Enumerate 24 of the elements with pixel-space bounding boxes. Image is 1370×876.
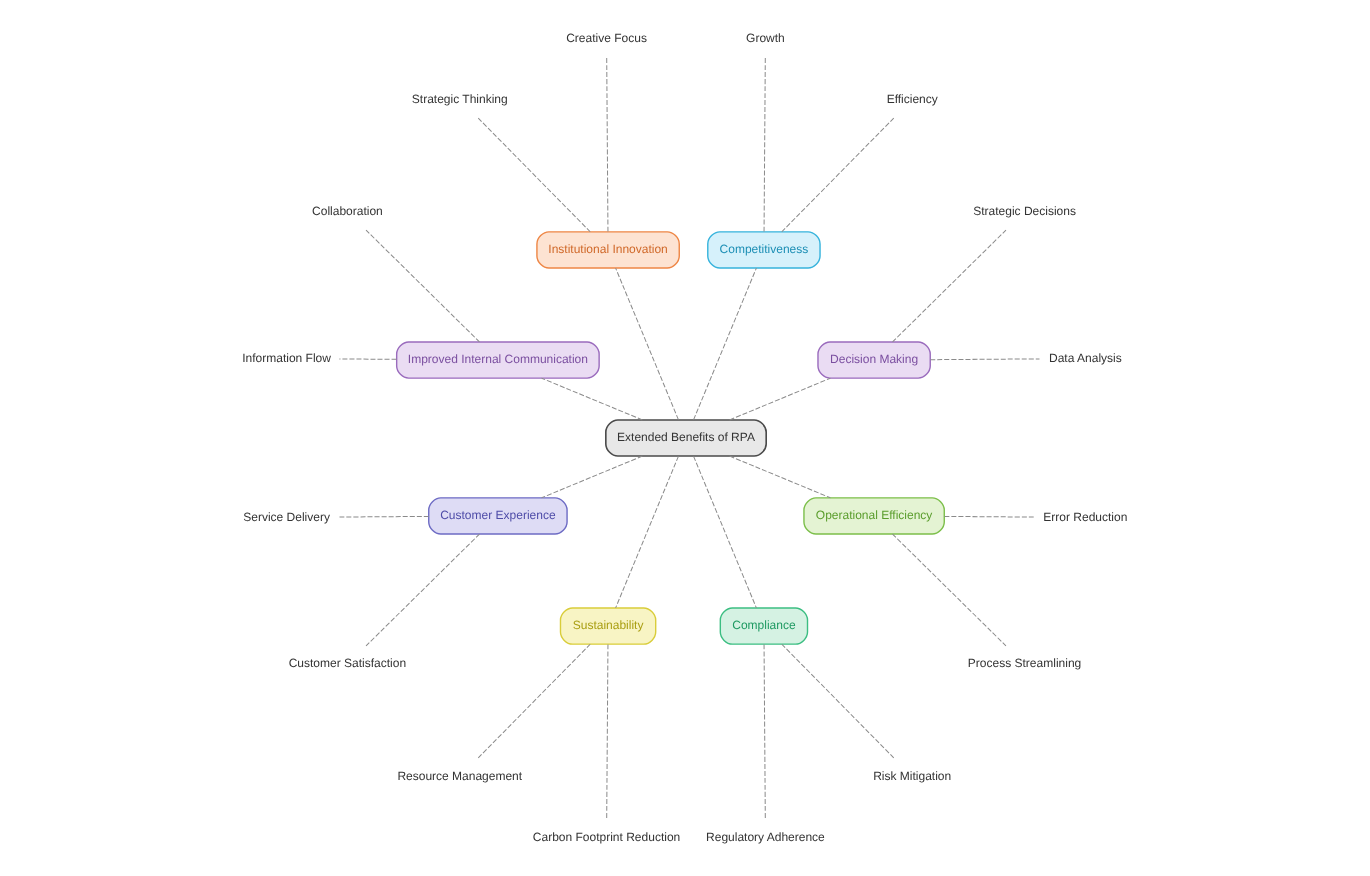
connector (943, 515, 1036, 518)
connector (763, 644, 766, 820)
connector (365, 533, 480, 647)
connector (338, 515, 430, 518)
connector (729, 455, 831, 499)
connector (541, 455, 643, 499)
connector (365, 229, 480, 343)
connector (892, 229, 1007, 343)
connector (693, 455, 757, 609)
connector (338, 358, 398, 360)
connector (781, 643, 895, 759)
connector (606, 56, 609, 232)
connector (606, 644, 609, 820)
connector (929, 358, 1040, 361)
connector (763, 56, 766, 232)
connector (729, 377, 831, 421)
connector (693, 267, 757, 421)
connector (615, 267, 679, 421)
connector (781, 117, 895, 233)
connector (541, 377, 643, 421)
connector (892, 533, 1007, 647)
connector (477, 643, 591, 759)
connector (477, 117, 591, 233)
connector (615, 455, 679, 609)
